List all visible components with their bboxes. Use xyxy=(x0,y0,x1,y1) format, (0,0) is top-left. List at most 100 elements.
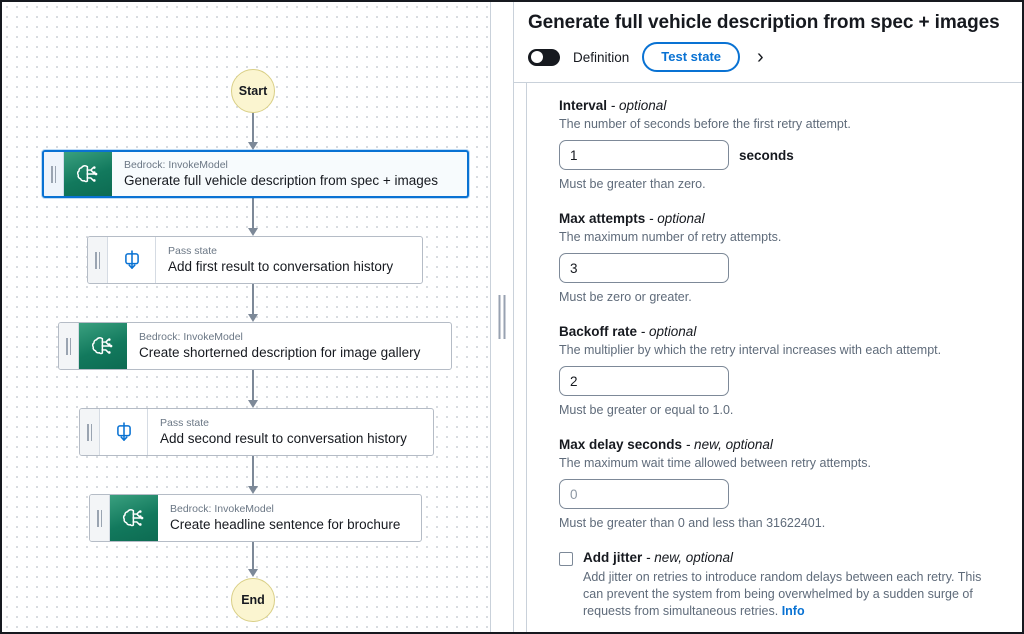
connector-node3-to-node4 xyxy=(252,370,254,400)
arrowhead-6 xyxy=(247,569,258,577)
toggle-knob xyxy=(530,51,543,63)
field-input-row xyxy=(559,479,1004,509)
field-label-text: Max attempts xyxy=(559,211,646,226)
field-label-text: Interval xyxy=(559,98,608,113)
field-label-text: Max delay seconds xyxy=(559,437,683,452)
workflow-node-bedrock-generate-full-description[interactable]: Bedrock: InvokeModel Generate full vehic… xyxy=(42,150,469,198)
field-description: The number of seconds before the first r… xyxy=(559,117,851,131)
definition-toggle-label: Definition xyxy=(573,49,630,65)
definition-toggle[interactable] xyxy=(528,48,560,66)
add-jitter-label: Add jitter - new, optional xyxy=(583,549,1004,567)
start-node-label: Start xyxy=(238,84,268,98)
node-labels: Bedrock: InvokeModel Generate full vehic… xyxy=(112,152,467,196)
node-title: Create headline sentence for brochure xyxy=(170,517,401,532)
field-label: Interval - optional xyxy=(559,97,1004,115)
connector-node2-to-node3 xyxy=(252,284,254,314)
field-constraint: Must be greater than 0 and less than 316… xyxy=(559,516,826,530)
workflow-node-pass-add-first-result[interactable]: Pass state Add first result to conversat… xyxy=(87,236,423,284)
node-title: Add second result to conversation histor… xyxy=(160,431,407,446)
state-detail-panel: Generate full vehicle description from s… xyxy=(514,2,1022,632)
splitter-grip-icon[interactable] xyxy=(498,295,506,339)
node-labels: Pass state Add second result to conversa… xyxy=(148,409,433,455)
node-kind: Pass state xyxy=(168,245,218,257)
arrowhead-2 xyxy=(247,228,258,236)
field-max-delay-seconds: Max delay seconds - new, optional The ma… xyxy=(559,436,1004,532)
field-constraint: Must be greater than zero. xyxy=(559,177,706,191)
node-drag-handle[interactable] xyxy=(88,237,108,283)
field-description: The multiplier by which the retry interv… xyxy=(559,343,942,357)
node-drag-handle[interactable] xyxy=(44,152,64,196)
arrowhead-4 xyxy=(247,400,258,408)
node-kind: Bedrock: InvokeModel xyxy=(170,503,274,515)
node-drag-handle[interactable] xyxy=(80,409,100,455)
node-drag-handle[interactable] xyxy=(59,323,79,369)
end-node[interactable]: End xyxy=(231,578,275,622)
max-attempts-input[interactable] xyxy=(559,253,729,283)
field-label: Backoff rate - optional xyxy=(559,323,1004,341)
field-label: Max attempts - optional xyxy=(559,210,1004,228)
field-label-text: Backoff rate xyxy=(559,324,638,339)
add-jitter-description-text: Add jitter on retries to introduce rando… xyxy=(583,570,982,618)
node-title: Generate full vehicle description from s… xyxy=(124,173,439,188)
field-input-row xyxy=(559,366,1004,396)
start-node[interactable]: Start xyxy=(231,69,275,113)
connector-node1-to-node2 xyxy=(252,198,254,228)
arrowhead-1 xyxy=(247,142,258,150)
workflow-node-pass-add-second-result[interactable]: Pass state Add second result to conversa… xyxy=(79,408,434,456)
node-labels: Bedrock: InvokeModel Create headline sen… xyxy=(158,495,421,541)
field-label-suffix: - optional xyxy=(607,98,667,113)
field-constraint: Must be zero or greater. xyxy=(559,290,692,304)
panel-header: Generate full vehicle description from s… xyxy=(514,2,1022,83)
arrowhead-3 xyxy=(247,314,258,322)
add-jitter-label-text: Add jitter xyxy=(583,550,643,565)
bedrock-brain-icon xyxy=(110,495,158,541)
field-input-row: seconds xyxy=(559,140,1004,170)
arrowhead-5 xyxy=(247,486,258,494)
field-add-jitter: Add jitter - new, optional Add jitter on… xyxy=(559,549,1004,620)
field-max-attempts: Max attempts - optional The maximum numb… xyxy=(559,210,1004,306)
chevron-right-icon[interactable]: › xyxy=(757,46,764,68)
field-interval: Interval - optional The number of second… xyxy=(559,97,1004,193)
connector-start-to-node1 xyxy=(252,113,254,147)
connector-node4-to-node5 xyxy=(252,456,254,486)
field-description: The maximum wait time allowed between re… xyxy=(559,456,871,470)
workflow-node-bedrock-shortened-description[interactable]: Bedrock: InvokeModel Create shorterned d… xyxy=(58,322,452,370)
end-node-label: End xyxy=(241,593,265,607)
panel-splitter[interactable] xyxy=(490,2,514,632)
field-label-suffix: - optional xyxy=(645,211,705,226)
interval-unit-label: seconds xyxy=(739,147,794,163)
add-jitter-description: Add jitter on retries to introduce rando… xyxy=(583,569,1003,620)
node-title: Create shorterned description for image … xyxy=(139,345,421,360)
field-constraint: Must be greater or equal to 1.0. xyxy=(559,403,734,417)
panel-header-controls: Definition Test state › xyxy=(528,42,1008,72)
test-state-button[interactable]: Test state xyxy=(642,42,741,72)
add-jitter-body: Add jitter - new, optional Add jitter on… xyxy=(583,549,1004,620)
interval-input[interactable] xyxy=(559,140,729,170)
node-kind: Bedrock: InvokeModel xyxy=(124,159,228,171)
field-label: Max delay seconds - new, optional xyxy=(559,436,1004,454)
bedrock-brain-icon xyxy=(79,323,127,369)
add-jitter-checkbox[interactable] xyxy=(559,552,573,566)
workflow-node-bedrock-headline-sentence[interactable]: Bedrock: InvokeModel Create headline sen… xyxy=(89,494,422,542)
max-delay-seconds-input[interactable] xyxy=(559,479,729,509)
node-kind: Bedrock: InvokeModel xyxy=(139,331,243,343)
node-title: Add first result to conversation history xyxy=(168,259,394,274)
node-drag-handle[interactable] xyxy=(90,495,110,541)
field-label-suffix: - optional xyxy=(637,324,697,339)
add-jitter-label-suffix: - new, optional xyxy=(642,550,734,565)
field-backoff-rate: Backoff rate - optional The multiplier b… xyxy=(559,323,1004,419)
field-label-suffix: - new, optional xyxy=(682,437,773,452)
field-input-row xyxy=(559,253,1004,283)
page-title: Generate full vehicle description from s… xyxy=(528,12,1000,33)
node-labels: Pass state Add first result to conversat… xyxy=(156,237,422,283)
field-description: The maximum number of retry attempts. xyxy=(559,230,782,244)
connector-node5-to-end xyxy=(252,542,254,570)
info-link[interactable]: Info xyxy=(781,604,805,618)
pass-state-icon xyxy=(100,409,148,455)
pass-state-icon xyxy=(108,237,156,283)
workflow-canvas[interactable]: Start xyxy=(2,2,490,632)
node-kind: Pass state xyxy=(160,417,210,429)
backoff-rate-input[interactable] xyxy=(559,366,729,396)
node-labels: Bedrock: InvokeModel Create shorterned d… xyxy=(127,323,451,369)
